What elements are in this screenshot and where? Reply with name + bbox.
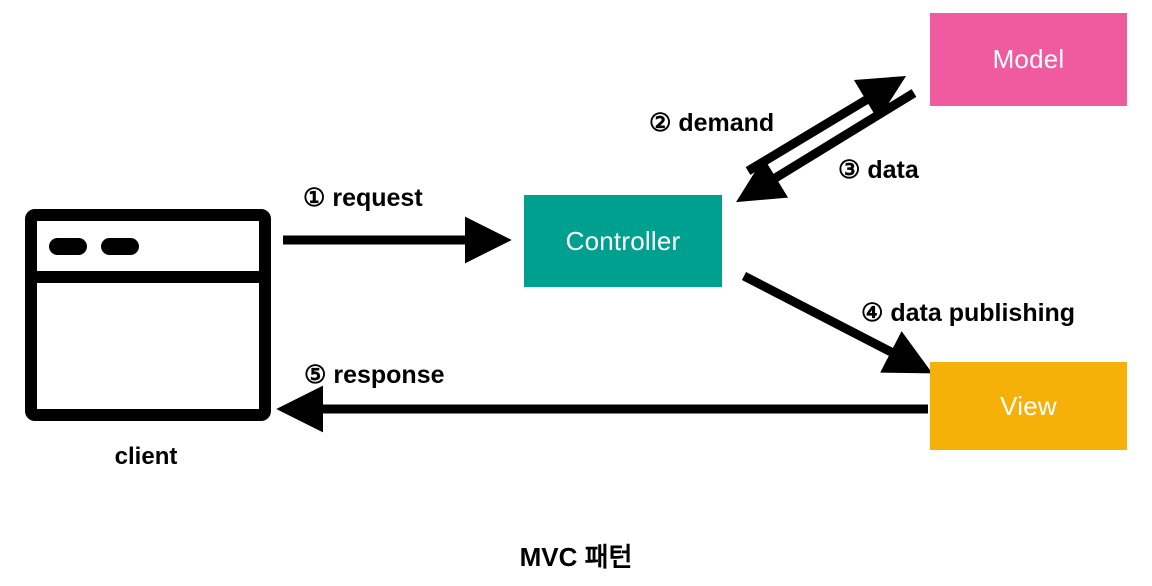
node-controller-label: Controller [565,225,681,256]
node-view-label: View [1000,390,1057,421]
node-model[interactable]: Model [930,13,1127,106]
arrow-data [736,89,917,203]
browser-window-icon [25,209,271,421]
client-label: client [114,443,178,470]
figure-title: MVC 패턴 [519,542,633,572]
window-frame [25,209,271,421]
edge-label-data-publishing: ④ data publishing [861,299,1076,327]
edge-label-data: ③ data [838,156,919,184]
arrow-demand [745,75,907,175]
window-button-1 [49,238,87,255]
node-view[interactable]: View [930,362,1127,450]
edge-label-response: ⑤ response [304,361,445,389]
edge-label-demand: ② demand [649,109,775,137]
window-button-2 [101,238,139,255]
arrow-data-publishing [741,272,933,374]
node-controller[interactable]: Controller [524,195,722,287]
edge-label-request: ① request [303,184,423,212]
node-model-label: Model [992,44,1065,74]
